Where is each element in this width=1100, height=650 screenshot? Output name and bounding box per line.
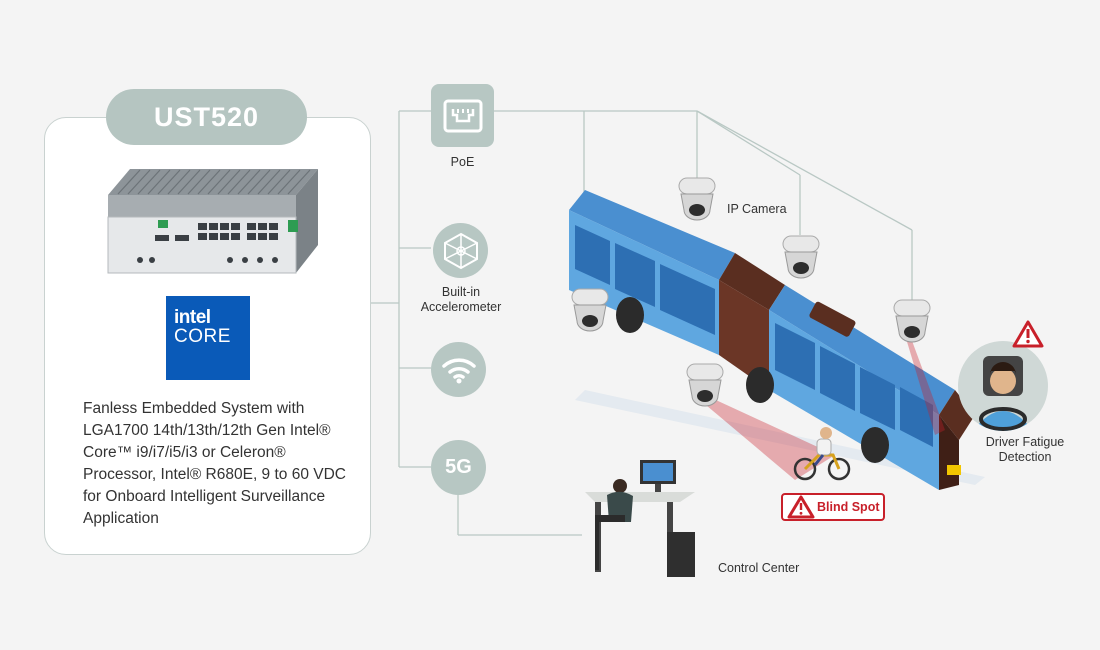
- ip-camera-icon: [893, 299, 931, 343]
- product-description: Fanless Embedded System with LGA1700 14t…: [83, 400, 346, 527]
- poe-icon-box: [431, 84, 494, 147]
- blind-spot-badge: Blind Spot: [781, 493, 885, 521]
- blind-spot-label: Blind Spot: [817, 500, 880, 514]
- ip-camera-icon: [678, 177, 716, 221]
- wifi-icon: [441, 357, 476, 383]
- warning-icon: [1012, 320, 1044, 348]
- accelerometer-label: Built-in Accelerometer: [420, 285, 502, 314]
- 5g-icon-box: 5G: [431, 440, 486, 495]
- driver-icon: [973, 356, 1033, 431]
- accelerometer-icon-box: [433, 223, 488, 278]
- wifi-icon-box: [431, 342, 486, 397]
- control-center-image: [585, 460, 695, 577]
- ip-camera-icon: [571, 288, 609, 332]
- ip-camera-icon: [782, 235, 820, 279]
- driver-avatar: [958, 341, 1048, 431]
- core-logo-text: CORE: [174, 326, 231, 347]
- poe-label: PoE: [450, 155, 475, 169]
- driver-fatigue-label-1: Driver Fatigue: [985, 435, 1065, 449]
- articulated-bus-image: [569, 190, 985, 490]
- embedded-system-device-image: [107, 169, 318, 274]
- cyclist-image: [793, 427, 851, 481]
- control-center-label: Control Center: [718, 561, 800, 575]
- ip-camera-label: IP Camera: [727, 202, 787, 216]
- warning-icon: [787, 495, 815, 519]
- ethernet-port-icon: [443, 99, 482, 132]
- accelerometer-icon: [443, 232, 478, 269]
- product-name-pill: UST520: [106, 89, 307, 145]
- intel-logo-text: intel: [174, 307, 211, 328]
- intel-core-logo: intel CORE: [166, 296, 250, 380]
- driver-fatigue-label-2: Detection: [998, 450, 1052, 464]
- 5g-icon: 5G: [445, 456, 472, 478]
- ip-camera-icon: [686, 363, 724, 407]
